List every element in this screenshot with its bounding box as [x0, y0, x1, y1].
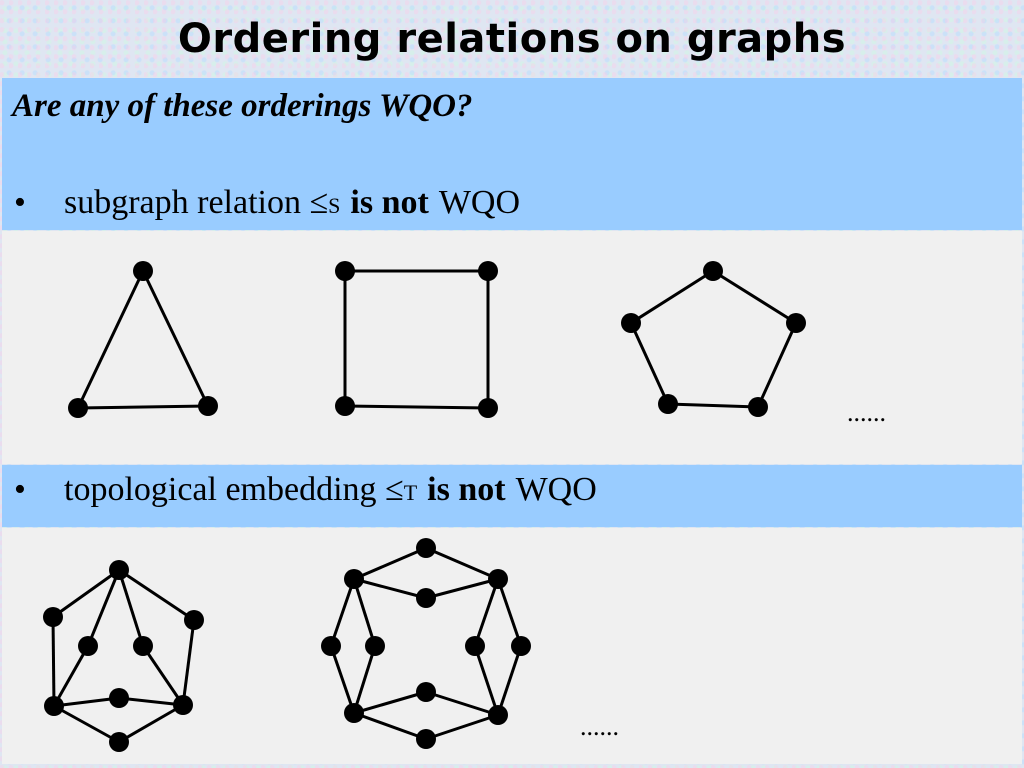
- graph-vertex: [321, 636, 341, 656]
- graph-vertex: [78, 636, 98, 656]
- graph-vertex: [465, 636, 485, 656]
- graph-vertex: [133, 636, 153, 656]
- graph-vertex: [344, 569, 364, 589]
- graph-vertex: [335, 396, 355, 416]
- bullet-topological-subscript: T: [403, 480, 418, 505]
- graph-edge: [118, 703, 184, 744]
- graph-vertex: [416, 588, 436, 608]
- graph-vertex: [44, 696, 64, 716]
- ellipsis-subgraph: ......: [847, 398, 886, 427]
- bullet-subgraph-suffix: WQO: [438, 184, 521, 221]
- graph-vertex: [748, 397, 768, 417]
- subgraph-panel: [2, 231, 1022, 464]
- graph-edge: [425, 546, 499, 581]
- graph-edge: [425, 690, 499, 717]
- graph-vertex: [488, 569, 508, 589]
- graph-edge: [52, 568, 120, 619]
- graph-vertex: [511, 636, 531, 656]
- topological-band: [2, 465, 1022, 527]
- graph-vertex: [43, 607, 63, 627]
- graph-vertex: [621, 313, 641, 333]
- graph-edge: [630, 269, 714, 325]
- graph-vertex: [658, 394, 678, 414]
- graph-vertex: [109, 732, 129, 752]
- graph-edge: [425, 713, 499, 741]
- graph-vertex: [416, 538, 436, 558]
- graph-edge: [117, 569, 145, 647]
- bullet-marker: •: [14, 184, 26, 221]
- graph-edge: [344, 404, 489, 410]
- graph-edge: [353, 546, 427, 581]
- graph-vertex: [703, 261, 723, 281]
- graph-vertex: [786, 313, 806, 333]
- graph-vertex: [109, 560, 129, 580]
- graph-edge: [118, 568, 195, 622]
- graph-edge: [667, 402, 759, 409]
- graph-edge: [353, 711, 427, 741]
- graph-edge: [353, 577, 427, 600]
- graph-edge: [352, 645, 377, 714]
- graph-edge: [712, 269, 797, 325]
- graph-vertex: [344, 703, 364, 723]
- bullet-subgraph-prefix: subgraph relation ≤: [64, 184, 329, 221]
- graph-edge: [353, 690, 427, 715]
- graph-edge: [473, 578, 500, 647]
- graph-edge: [141, 270, 210, 407]
- square-graph: [343, 269, 490, 410]
- bullet-topological: • topological embedding ≤T is not WQO: [14, 471, 597, 509]
- graph-vertex: [478, 398, 498, 418]
- graph-edge: [329, 578, 356, 647]
- bullet-topological-emphasis: is not: [427, 471, 506, 508]
- graph-edge: [756, 322, 798, 408]
- graph-edge: [496, 645, 523, 716]
- graph-vertex: [173, 695, 193, 715]
- graph-edge: [473, 645, 500, 716]
- graph-vertex: [416, 682, 436, 702]
- graph-edge: [77, 404, 209, 410]
- graph-edge: [76, 270, 145, 409]
- graph-vertex: [68, 398, 88, 418]
- graph-vertex: [416, 729, 436, 749]
- graph-edge: [425, 577, 499, 600]
- graph-vertex: [365, 636, 385, 656]
- graph-edge: [629, 322, 670, 405]
- graph-edge: [86, 569, 121, 647]
- graph-vertex: [198, 396, 218, 416]
- graph-edge: [141, 645, 185, 706]
- bullet-marker: •: [14, 471, 26, 508]
- bullet-subgraph-subscript: S: [328, 193, 341, 218]
- graph-edge: [53, 696, 120, 708]
- graph-vertex: [184, 610, 204, 630]
- graph-edge: [329, 645, 356, 714]
- bullet-subgraph-emphasis: is not: [350, 184, 429, 221]
- question-band: [2, 78, 1022, 230]
- graph-edge: [51, 616, 56, 707]
- graph-edge: [352, 578, 377, 647]
- graph-edge: [181, 619, 196, 706]
- pentagon-graph: [629, 269, 798, 409]
- graph-vertex: [488, 705, 508, 725]
- graph-vertex: [133, 261, 153, 281]
- slide-title: Ordering relations on graphs: [177, 16, 847, 62]
- bullet-topological-prefix: topological embedding ≤: [64, 471, 404, 508]
- graph-edge: [52, 645, 90, 707]
- graph-vertex: [335, 261, 355, 281]
- graph-edge: [118, 696, 184, 707]
- subdivided-graph-a: [51, 568, 196, 744]
- graph-edge: [496, 578, 523, 647]
- triangle-graph: [76, 270, 210, 410]
- subdivided-graph-b: [329, 546, 523, 741]
- bullet-subgraph: • subgraph relation ≤S is not WQO: [14, 184, 520, 222]
- graph-vertex: [109, 688, 129, 708]
- graph-vertex: [478, 261, 498, 281]
- graph-edge: [53, 704, 120, 744]
- bullet-topological-suffix: WQO: [515, 471, 597, 508]
- question-text: Are any of these orderings WQO?: [12, 88, 473, 124]
- ellipsis-topological: ......: [580, 712, 619, 741]
